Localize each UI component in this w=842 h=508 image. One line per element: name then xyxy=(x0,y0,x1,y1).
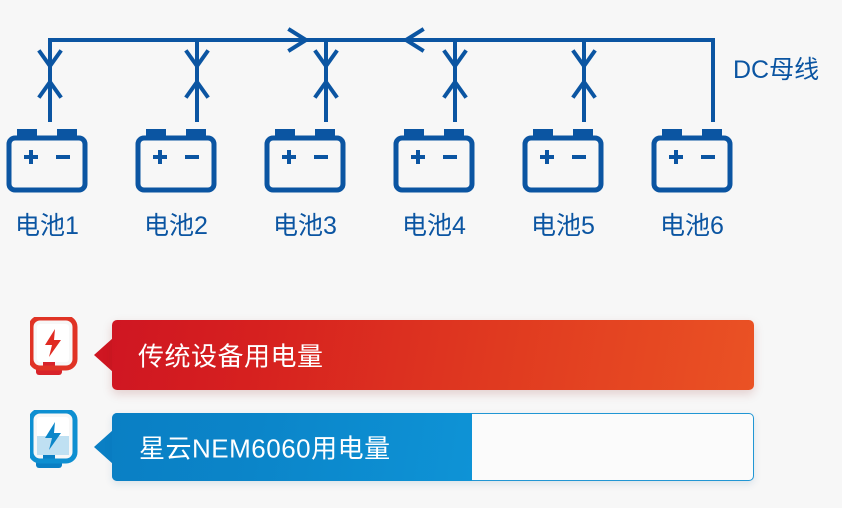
battery-symbol-4 xyxy=(393,129,475,193)
bus-arrow-right-icon xyxy=(287,27,310,53)
battery-label-3: 电池3 xyxy=(273,212,337,240)
branch-arrow-down-2-icon xyxy=(184,49,210,70)
nem6060-bar-fill xyxy=(112,413,473,481)
battery-symbol-group xyxy=(6,129,733,193)
branch-arrow-up-5-icon xyxy=(571,78,597,99)
legacy-bar-label: 传统设备用电量 xyxy=(138,341,324,372)
branch-arrow-up-2-icon xyxy=(184,78,210,99)
battery-label-4: 电池4 xyxy=(402,212,466,240)
nem6060-bar-pointer-icon xyxy=(94,430,113,464)
branch-arrow-down-3-icon xyxy=(313,49,339,70)
bus-arrow-left-icon xyxy=(402,27,425,53)
power-device-blue-icon xyxy=(30,410,78,468)
nem6060-bar-label: 星云NEM6060用电量 xyxy=(139,433,391,464)
battery-symbol-5 xyxy=(522,129,604,193)
battery-label-2: 电池2 xyxy=(144,212,208,240)
branch-arrow-up-4-icon xyxy=(442,78,468,99)
branch-arrow-down-4-icon xyxy=(442,49,468,70)
branch-arrow-down-5-icon xyxy=(571,49,597,70)
battery-label-1: 电池1 xyxy=(15,212,79,240)
circuit-svg xyxy=(6,27,733,193)
legacy-bar-fill: 传统设备用电量 xyxy=(112,320,754,390)
comparison-row-nem6060: 星云NEM6060用电量 xyxy=(0,393,842,483)
comparison-row-legacy: 传统设备用电量 xyxy=(0,300,842,390)
battery-label-6: 电池6 xyxy=(660,212,724,240)
nem6060-bar-track: 星云NEM6060用电量 xyxy=(112,413,754,481)
nem6060-bar: 星云NEM6060用电量 xyxy=(94,413,754,481)
battery-symbol-2 xyxy=(135,129,217,193)
branch-arrow-down-1-icon xyxy=(37,49,63,70)
legacy-bar-pointer-icon xyxy=(94,338,113,372)
battery-label-5: 电池5 xyxy=(531,212,595,240)
branch-arrow-up-1-icon xyxy=(37,78,63,99)
power-device-red-icon xyxy=(30,317,78,375)
power-consumption-comparison: 传统设备用电量 星云NEM6060用电量 xyxy=(0,280,842,508)
dc-bus-label: DC母线 xyxy=(733,56,820,84)
battery-symbol-1 xyxy=(6,129,88,193)
branch-arrow-up-3-icon xyxy=(313,78,339,99)
legacy-bar: 传统设备用电量 xyxy=(94,320,754,390)
battery-symbol-3 xyxy=(264,129,346,193)
battery-symbol-6 xyxy=(651,129,733,193)
dc-bus-circuit-diagram: DC母线 电池1 电池2 电池3 电池4 电池5 电池6 xyxy=(6,27,820,240)
